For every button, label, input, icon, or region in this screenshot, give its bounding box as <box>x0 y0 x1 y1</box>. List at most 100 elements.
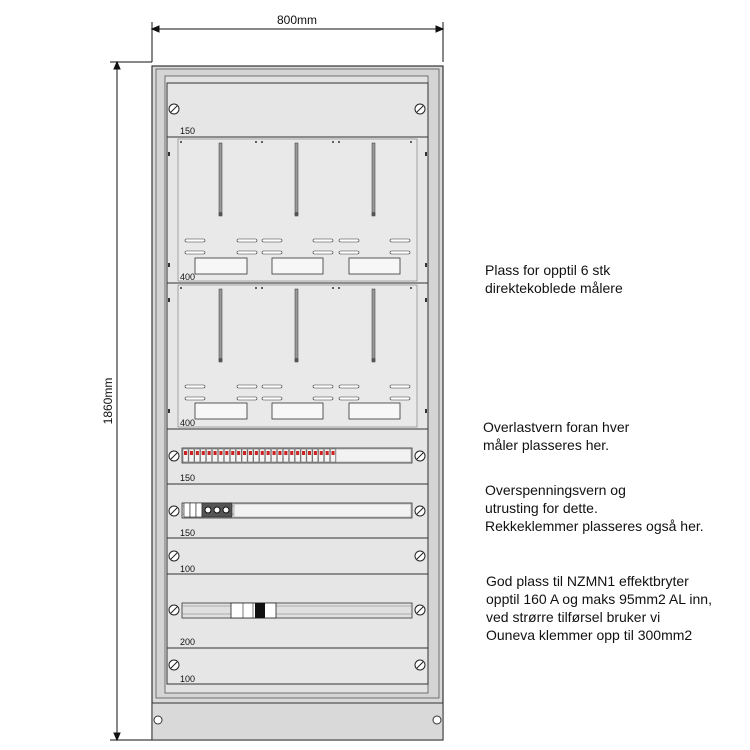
screw-icon <box>414 550 426 562</box>
note-line: God plass til NZMN1 effektbryter <box>486 573 689 589</box>
screw-icon <box>168 450 180 462</box>
height-label: 1860mm <box>101 378 115 425</box>
surge-arrester-device <box>183 502 233 518</box>
breaker <box>294 448 301 463</box>
meter-slot <box>261 142 334 275</box>
breaker <box>271 448 277 463</box>
note-line: utrusting for dette. <box>485 500 598 516</box>
note-overload-protection: Overlastvern foran hver måler plasseres … <box>483 418 629 454</box>
section-height-label: 100 <box>180 564 195 574</box>
screw-icon <box>414 103 426 115</box>
note-line: Overspenningsvern og <box>485 482 626 498</box>
note-line: opptil 160 A og maks 95mm2 AL inn, <box>486 591 712 607</box>
breaker <box>188 448 195 463</box>
note-line: ved strørre tilførsel bruker vi <box>486 609 661 625</box>
breaker-toggle <box>237 451 241 455</box>
breaker-toggle <box>207 451 211 455</box>
breaker <box>318 448 325 463</box>
breaker-toggle <box>184 451 188 455</box>
breaker-toggle <box>213 451 217 455</box>
section-height-label: 400 <box>180 418 195 428</box>
breaker-toggle <box>231 451 235 455</box>
section-height-label: 150 <box>180 528 195 538</box>
breaker-toggle <box>296 451 300 455</box>
breaker-toggle <box>266 451 270 455</box>
bottom-blank-section <box>166 647 429 685</box>
meter-slot <box>184 288 258 420</box>
breaker-toggle <box>284 451 288 455</box>
breaker-toggle <box>319 451 323 455</box>
breaker-toggle <box>313 451 317 455</box>
breaker <box>312 448 319 463</box>
screw-icon <box>168 505 180 517</box>
screw-icon <box>414 505 426 517</box>
breaker <box>300 448 307 463</box>
width-dimension <box>150 22 445 62</box>
breaker-toggle <box>189 451 193 455</box>
breaker-toggle <box>307 451 311 455</box>
section-height-label: 150 <box>180 473 195 483</box>
breaker <box>241 448 248 463</box>
section-height-label: 100 <box>180 674 195 684</box>
breaker-toggle <box>302 451 306 455</box>
breaker-toggle <box>290 451 294 455</box>
breaker-toggle <box>243 451 247 455</box>
breaker <box>259 448 266 463</box>
breaker <box>283 448 289 463</box>
breaker-toggle <box>201 451 205 455</box>
breaker <box>265 448 271 463</box>
breaker <box>253 448 260 463</box>
note-line: Rekkeklemmer plasseres også her. <box>485 518 704 534</box>
screw-icon <box>414 659 426 671</box>
breaker-toggle <box>325 451 329 455</box>
note-line: Overlastvern foran hver <box>483 419 630 435</box>
section-top-blank <box>166 82 429 138</box>
breaker-toggle <box>260 451 264 455</box>
note-surge-protection: Overspenningsvern og utrusting for dette… <box>485 481 704 535</box>
breaker <box>182 448 189 463</box>
breaker-toggle <box>254 451 258 455</box>
meter-panel-upper <box>166 136 429 284</box>
note-line: måler plasseres her. <box>483 437 610 453</box>
breaker <box>306 448 313 463</box>
section-height-label: 150 <box>180 126 195 136</box>
meter-slot <box>184 142 258 275</box>
breaker <box>224 448 230 463</box>
section-height-label: 200 <box>180 637 195 647</box>
breaker-toggle <box>195 451 199 455</box>
breaker-toggle <box>331 451 335 455</box>
section-height-label: 400 <box>180 272 195 282</box>
breaker <box>200 448 206 463</box>
screw-icon <box>168 103 180 115</box>
breaker <box>247 448 254 463</box>
meter-slot <box>338 142 411 275</box>
breaker <box>324 448 330 463</box>
breaker <box>289 448 295 463</box>
breaker-rail-section <box>166 428 429 485</box>
breaker <box>218 448 224 463</box>
breaker <box>277 448 283 463</box>
breaker <box>330 448 336 463</box>
screw-icon <box>168 659 180 671</box>
main-breaker-device <box>230 602 277 619</box>
breaker-toggle <box>278 451 282 455</box>
note-main-breaker: God plass til NZMN1 effektbryter opptil … <box>486 572 712 644</box>
breaker-row <box>182 448 336 463</box>
breaker-toggle <box>225 451 229 455</box>
screw-icon <box>168 604 180 616</box>
main-breaker-section <box>166 573 429 649</box>
height-dimension <box>110 60 152 742</box>
meter-slot <box>261 288 334 420</box>
breaker-toggle <box>219 451 223 455</box>
blank-section <box>166 537 429 575</box>
breaker <box>235 448 242 463</box>
screw-icon <box>414 604 426 616</box>
breaker <box>229 448 236 463</box>
meter-slot <box>338 288 411 420</box>
screw-icon <box>414 450 426 462</box>
note-line: direktekoblede målere <box>485 280 623 296</box>
breaker <box>194 448 201 463</box>
width-label: 800mm <box>277 13 317 27</box>
note-line: Plass for opptil 6 stk <box>485 262 611 278</box>
